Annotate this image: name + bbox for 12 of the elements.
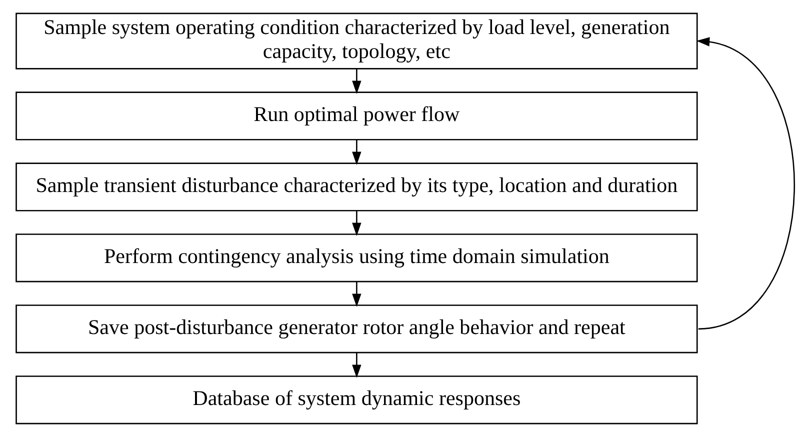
node-box: Sample transient disturbance characterized by its type, location and duration <box>16 162 698 212</box>
arrow <box>352 352 362 378</box>
node-box: Perform contingency analysis using time domain simulation <box>16 234 698 282</box>
arrow <box>696 37 795 330</box>
node-box: Run optimal power flow <box>16 92 698 140</box>
arrow <box>352 68 362 94</box>
arrow <box>352 210 362 236</box>
arrow <box>352 282 362 307</box>
node-box: Sample system operating condition characterized by load level, generation capacity, topology, etc <box>16 12 698 70</box>
node-box: Database of system dynamic responses <box>16 376 698 424</box>
arrow <box>352 140 362 165</box>
node-box: Save post-disturbance generator rotor angle behavior and repeat <box>16 304 698 354</box>
